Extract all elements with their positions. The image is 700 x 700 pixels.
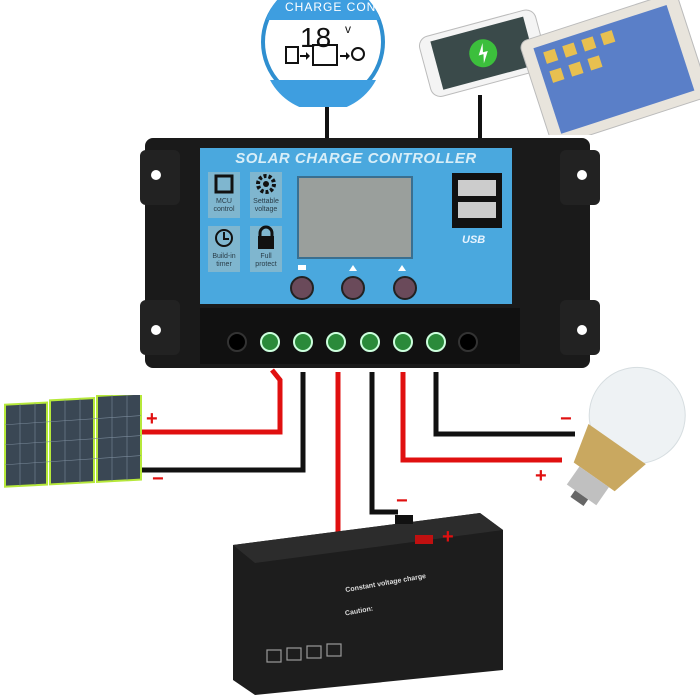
mounting-hole — [577, 170, 587, 180]
load-positive-wire — [400, 372, 562, 463]
battery — [233, 513, 503, 695]
terminal-plug — [227, 332, 247, 352]
load-negative-label: − — [560, 408, 572, 430]
usb-port — [458, 180, 496, 196]
lcd-screen — [297, 176, 413, 259]
app-icons — [543, 30, 616, 83]
gear-icon — [256, 174, 276, 194]
panel-cell-grid — [4, 395, 142, 486]
tablet — [520, 0, 700, 135]
up-icon — [398, 265, 406, 271]
charge-controller — [140, 138, 600, 368]
solar-negative-wire — [140, 372, 306, 473]
load-negative-wire — [433, 372, 575, 437]
solar-panel — [4, 395, 142, 488]
certification-icons — [266, 643, 342, 663]
bulb-contact — [570, 490, 589, 507]
panel-section — [4, 401, 48, 488]
solar-positive-label: + — [146, 408, 158, 430]
bulb-base — [566, 466, 609, 506]
terminal-screws — [260, 332, 446, 352]
controller-title: SOLAR CHARGE CONTROLLER — [235, 150, 477, 167]
bulb-body — [573, 424, 646, 492]
lock-icon — [258, 225, 274, 249]
clock-icon — [215, 229, 233, 247]
up-load-button — [393, 276, 417, 300]
battery-negative-terminal — [395, 515, 413, 524]
voltage-readout: 18 — [300, 22, 332, 53]
phone-and-tablet — [418, 0, 700, 135]
feature-label: Settable voltage — [253, 198, 279, 213]
battery-positive-label: + — [442, 526, 454, 548]
solar-to-battery-to-load-icon — [285, 44, 365, 66]
mounting-hole — [151, 170, 161, 180]
solar-positive-wire — [140, 368, 283, 435]
feature-label: Full protect — [255, 253, 277, 268]
load-positive-label: + — [535, 465, 547, 487]
menu-icon — [298, 265, 306, 270]
usb-port — [458, 202, 496, 218]
magnifier-top-band — [266, 0, 380, 20]
smartphone — [418, 9, 548, 97]
battery-positive-terminal — [415, 535, 433, 544]
voltage-unit: v — [345, 22, 351, 36]
battery-top — [233, 513, 503, 563]
feature-label: MCU control — [213, 198, 235, 213]
magnifier-bottom-band — [270, 80, 376, 107]
battery-negative-label: − — [396, 490, 408, 512]
mounting-hole — [151, 325, 161, 335]
solar-negative-label: − — [152, 468, 164, 490]
usb-label: USB — [462, 234, 486, 246]
chip-icon — [214, 174, 234, 194]
battery-negative-wire — [369, 372, 398, 515]
magnifier-caption: CHARGE CON — [285, 0, 377, 14]
lcd-magnifier — [261, 0, 385, 107]
feature-label: Build-in timer — [212, 253, 236, 268]
up-button — [341, 276, 365, 300]
panel-section — [96, 395, 142, 483]
terminal-plug — [458, 332, 478, 352]
up-icon — [349, 265, 357, 271]
menu-button — [290, 276, 314, 300]
mounting-hole — [577, 325, 587, 335]
led-bulb — [566, 366, 686, 507]
feature-tile — [250, 172, 282, 218]
